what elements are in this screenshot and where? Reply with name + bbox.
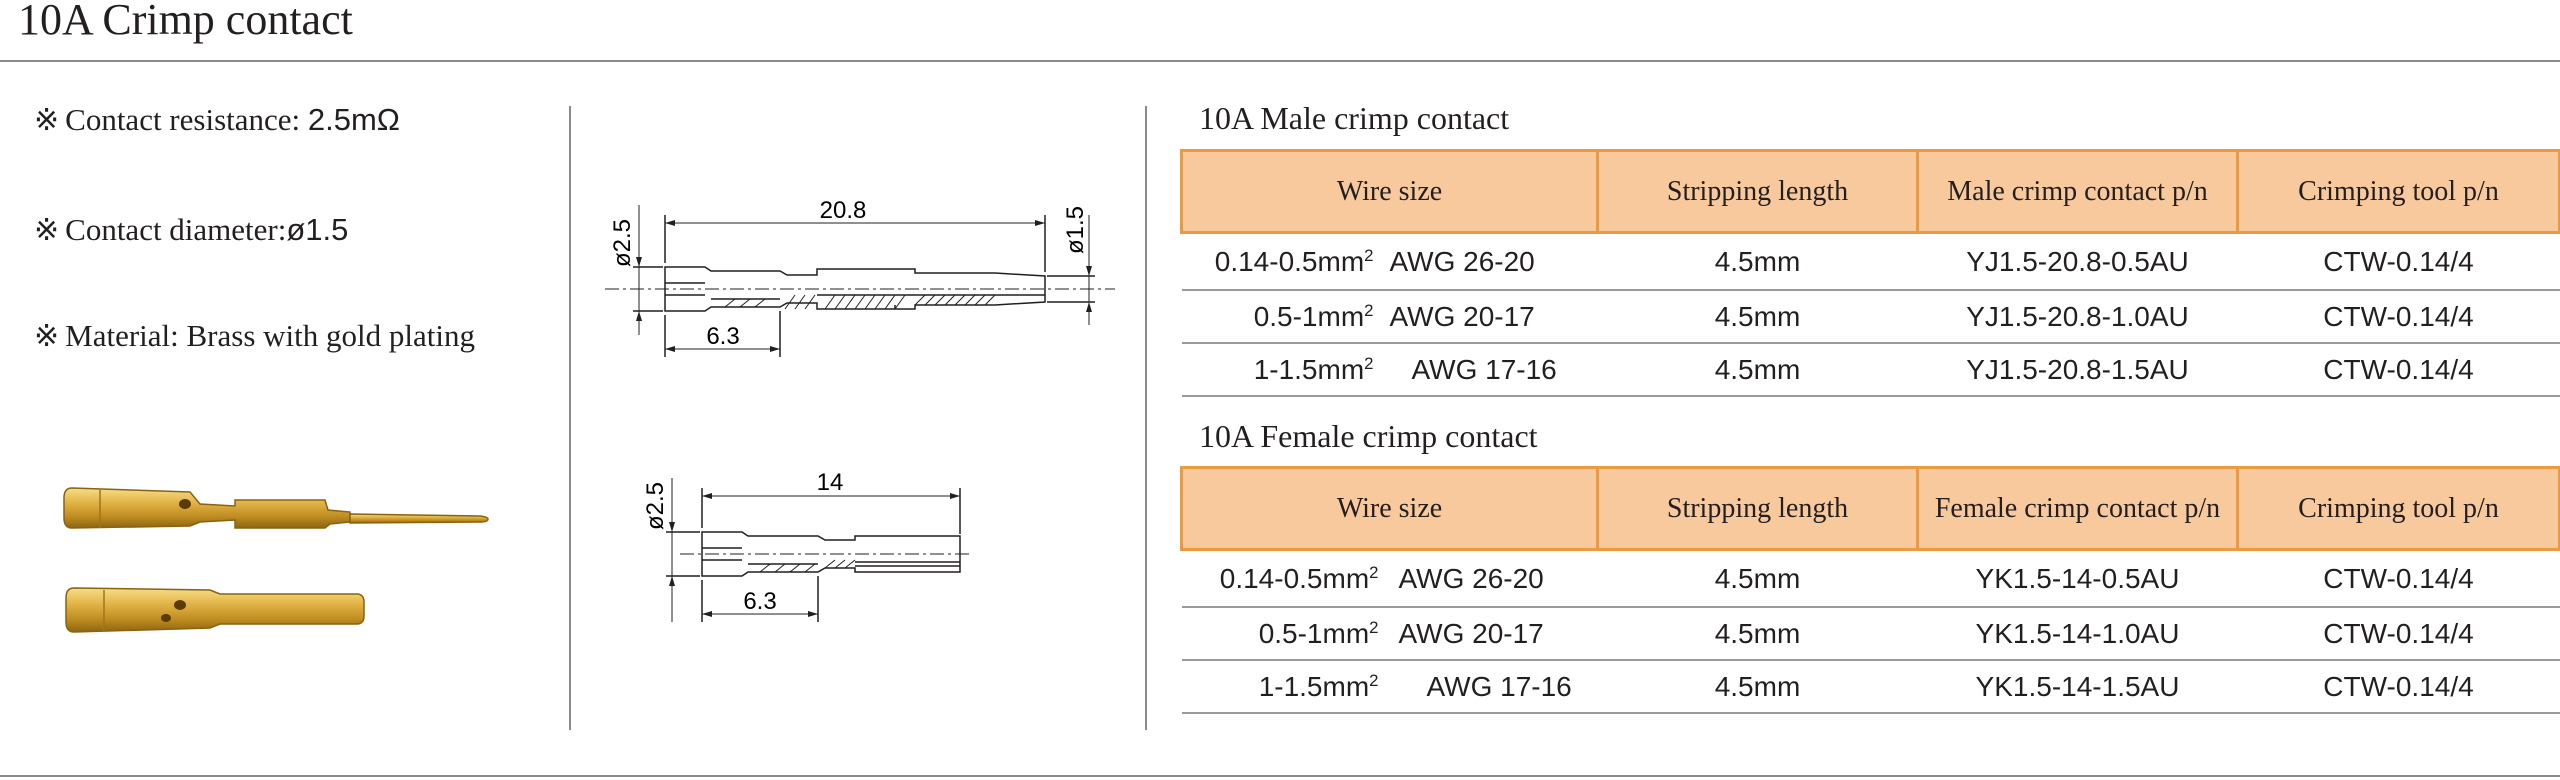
crimping-tool-cell: CTW-0.14/4 [2237, 232, 2560, 291]
bottom-divider [0, 775, 2560, 777]
crimping-tool-cell: CTW-0.14/4 [2237, 660, 2560, 714]
female-crimp-length-dimension: 6.3 [743, 588, 776, 615]
wire-mm: 0.14-0.5mm [1219, 562, 1370, 594]
stripping-length-cell: 4.5mm [1597, 290, 1918, 344]
contact-pn-cell: YJ1.5-20.8-1.0AU [1917, 290, 2238, 344]
contact-pn-cell: YK1.5-14-1.0AU [1917, 607, 2238, 661]
crimping-tool-cell: CTW-0.14/4 [2237, 290, 2560, 344]
female-body-diameter-dimension: ø2.5 [642, 482, 669, 530]
stripping-length-cell: 4.5mm [1597, 549, 1918, 608]
header-contact-pn: Female crimp contact p/n [1916, 466, 2239, 551]
page-title: 10A Crimp contact [18, 0, 353, 44]
reference-mark-icon: ※ [34, 103, 60, 138]
spec-label: Contact resistance: [65, 102, 308, 137]
spec-contact-resistance: ※Contact resistance: 2.5mΩ [34, 102, 400, 138]
stripping-length-cell: 4.5mm [1597, 660, 1918, 714]
contact-pn-cell: YK1.5-14-0.5AU [1917, 549, 2238, 608]
wire-mm: 1-1.5mm [1253, 353, 1365, 385]
reference-mark-icon: ※ [34, 319, 60, 354]
contact-pn-cell: YJ1.5-20.8-0.5AU [1917, 232, 2238, 291]
crimping-tool-cell: CTW-0.14/4 [2237, 549, 2560, 608]
wire-mm: 0.5-1mm [1253, 300, 1365, 332]
male-length-dimension: 20.8 [820, 197, 867, 224]
spec-value: ø1.5 [286, 212, 349, 247]
stripping-length-cell: 4.5mm [1597, 343, 1918, 397]
spec-label: Material: Brass with gold plating [65, 318, 475, 353]
stripping-length-cell: 4.5mm [1597, 232, 1918, 291]
spec-contact-diameter: ※Contact diameter:ø1.5 [34, 212, 348, 248]
wire-awg: AWG 20-17 [1389, 300, 1535, 332]
spec-material: ※Material: Brass with gold plating [34, 318, 475, 354]
wire-awg: AWG 20-17 [1398, 617, 1544, 649]
top-divider [0, 60, 2560, 62]
wire-awg: AWG 17-16 [1426, 670, 1572, 702]
wire-awg: AWG 26-20 [1389, 245, 1535, 277]
reference-mark-icon: ※ [34, 213, 60, 248]
female-contact-image [65, 587, 365, 633]
wire-mm: 1-1.5mm [1258, 670, 1370, 702]
male-pin-diameter-dimension: ø1.5 [1062, 206, 1089, 254]
header-wire-size: Wire size [1180, 466, 1599, 551]
table-header-row: Wire size Stripping length Male crimp co… [1180, 149, 2560, 234]
wire-mm: 0.5-1mm [1258, 617, 1370, 649]
header-wire-size: Wire size [1180, 149, 1599, 234]
male-body-diameter-dimension: ø2.5 [609, 219, 636, 267]
header-contact-pn: Male crimp contact p/n [1916, 149, 2239, 234]
header-crimping-tool: Crimping tool p/n [2236, 149, 2560, 234]
female-table-title: 10A Female crimp contact [1199, 418, 1538, 454]
male-contact-image [63, 487, 489, 529]
male-contact-drawing: 20.8 6.3 ø2.5 ø1.5 [605, 197, 1115, 357]
female-crimp-table: Wire size Stripping length Female crimp … [1180, 466, 2560, 714]
female-contact-drawing: 14 6.3 ø2.5 [642, 469, 970, 622]
spec-label: Contact diameter: [65, 212, 287, 247]
male-crimp-table: Wire size Stripping length Male crimp co… [1180, 149, 2560, 397]
crimping-tool-cell: CTW-0.14/4 [2237, 343, 2560, 397]
female-length-dimension: 14 [817, 469, 844, 496]
column-divider-left [569, 106, 571, 730]
wire-mm: 0.14-0.5mm [1214, 245, 1365, 277]
crimping-tool-cell: CTW-0.14/4 [2237, 607, 2560, 661]
male-table-title: 10A Male crimp contact [1199, 100, 1510, 136]
header-stripping-length: Stripping length [1596, 149, 1919, 234]
crimp-contacts-photo [63, 487, 489, 633]
wire-awg: AWG 26-20 [1398, 562, 1544, 594]
contact-pn-cell: YJ1.5-20.8-1.5AU [1917, 343, 2238, 397]
header-crimping-tool: Crimping tool p/n [2236, 466, 2560, 551]
contact-pn-cell: YK1.5-14-1.5AU [1917, 660, 2238, 714]
spec-value: 2.5mΩ [307, 102, 400, 137]
male-crimp-length-dimension: 6.3 [706, 323, 739, 350]
wire-awg: AWG 17-16 [1411, 353, 1557, 385]
stripping-length-cell: 4.5mm [1597, 607, 1918, 661]
table-header-row: Wire size Stripping length Female crimp … [1180, 466, 2560, 551]
header-stripping-length: Stripping length [1596, 466, 1919, 551]
column-divider-right [1145, 106, 1147, 730]
